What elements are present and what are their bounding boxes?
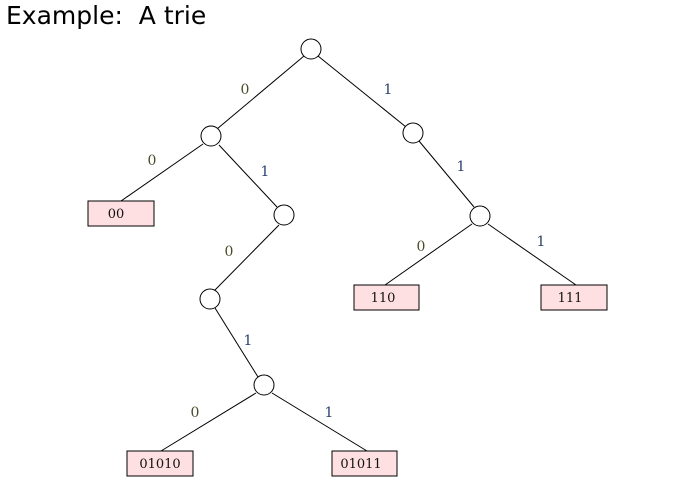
edge-n11-left (384, 223, 473, 286)
edge-root-left (216, 55, 305, 130)
node-0 (200, 125, 222, 147)
edge-label-n01-left: 0 (225, 244, 234, 260)
edge-labels: 0 1 0 1 1 0 1 0 1 0 1 (148, 82, 546, 421)
edge-n0101-right (271, 392, 368, 452)
edge-label-n0101-right: 1 (325, 405, 334, 421)
leaf-label-01010: 01010 (139, 457, 180, 472)
node-01 (273, 204, 295, 226)
edge-n11-right (487, 223, 577, 286)
edge-label-root-left: 0 (241, 82, 250, 98)
leaf-label-01011: 01011 (340, 457, 381, 472)
edge-label-n0-right: 1 (261, 164, 270, 180)
leaf-label-00: 00 (108, 207, 125, 222)
node-010 (199, 288, 221, 310)
edge-label-n010-right: 1 (244, 333, 253, 349)
leaf-box-01011 (331, 450, 398, 477)
edge-label-n0101-left: 0 (191, 405, 200, 421)
leaf-label-110: 110 (371, 291, 396, 306)
trie-leaves: 00 110 111 01010 01011 (87, 200, 608, 477)
edge-n0-right (218, 144, 278, 208)
node-root (300, 38, 322, 60)
leaf-box-01010 (126, 450, 194, 477)
edge-root-right (317, 55, 407, 128)
edge-label-n0-left: 0 (148, 153, 157, 169)
edge-label-n1-right: 1 (457, 159, 466, 175)
edge-label-n11-left: 0 (417, 239, 426, 255)
edge-label-root-right: 1 (384, 82, 393, 98)
leaf-box-111 (540, 284, 608, 311)
edge-n1-right (418, 140, 475, 208)
node-1 (402, 122, 424, 144)
edge-label-n11-right: 1 (537, 234, 546, 250)
edge-n0101-left (160, 392, 257, 452)
node-11 (469, 205, 491, 227)
trie-nodes (199, 38, 491, 396)
edge-n0-left (120, 143, 204, 202)
edge-n010-right (214, 307, 259, 378)
leaf-box-110 (353, 284, 420, 311)
leaf-box-00 (87, 200, 155, 227)
edge-n01-left (214, 224, 280, 291)
node-0101 (253, 374, 275, 396)
leaf-label-111: 111 (558, 291, 583, 306)
slide-title: Example: A trie (6, 1, 207, 30)
trie-edges (120, 55, 577, 452)
